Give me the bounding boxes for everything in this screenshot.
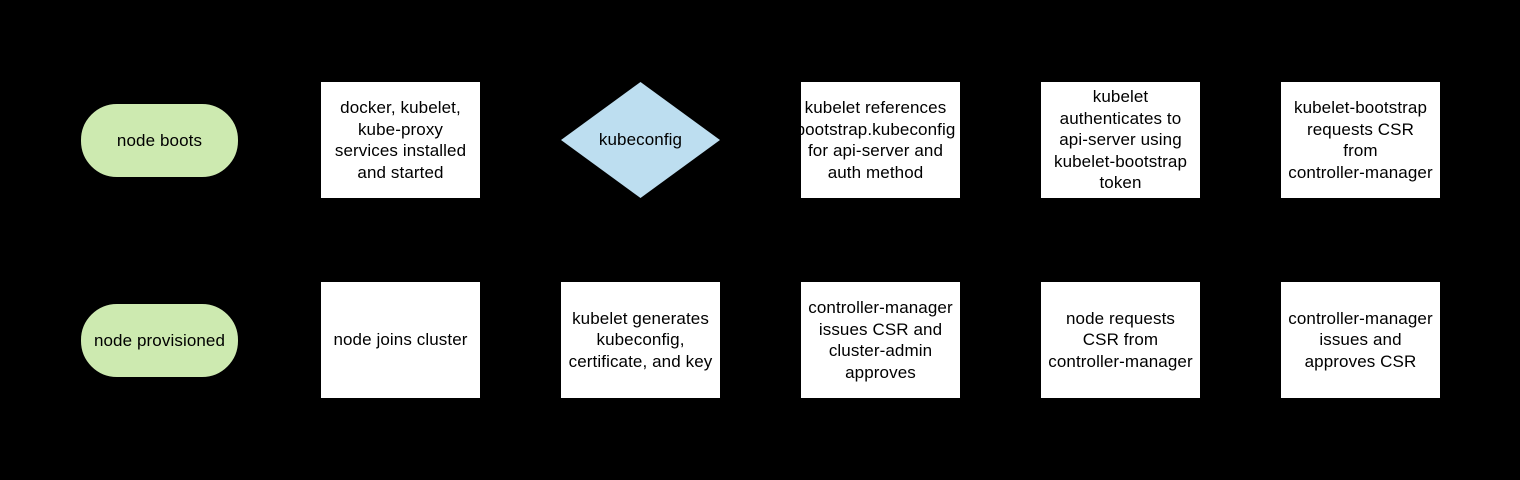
node-label: node provisioned — [93, 330, 226, 350]
node-kubeconfig-decision[interactable]: kubeconfig — [561, 82, 720, 198]
node-cm-issues-csr[interactable]: controller-manager issues CSR and cluste… — [801, 282, 960, 398]
node-node-boots[interactable]: node boots — [81, 104, 238, 177]
node-node-provisioned[interactable]: node provisioned — [81, 304, 238, 377]
node-label: controller-manager issues CSR and cluste… — [808, 298, 953, 382]
node-label: node joins cluster — [333, 330, 468, 350]
node-node-joins-cluster[interactable]: node joins cluster — [321, 282, 480, 398]
node-label: node requests CSR from controller-manage… — [1048, 308, 1193, 371]
node-label: docker, kubelet, kube-proxy services ins… — [334, 98, 467, 182]
node-kubelet-generates[interactable]: kubelet generates kubeconfig, certificat… — [561, 282, 720, 398]
node-kubelet-authenticates[interactable]: kubelet authenticates to api-server usin… — [1041, 82, 1200, 198]
node-label: node boots — [116, 130, 203, 150]
diamond-shape-icon — [561, 82, 720, 198]
node-bootstrap-requests-csr[interactable]: kubelet-bootstrap requests CSR from cont… — [1281, 82, 1440, 198]
node-services-installed[interactable]: docker, kubelet, kube-proxy services ins… — [321, 82, 480, 198]
node-node-requests-csr[interactable]: node requests CSR from controller-manage… — [1041, 282, 1200, 398]
node-label: kubeconfig — [598, 130, 683, 150]
node-label: kubelet-bootstrap requests CSR from cont… — [1288, 98, 1433, 182]
node-label: kubelet authenticates to api-server usin… — [1053, 87, 1188, 193]
node-label: kubelet generates kubeconfig, certificat… — [568, 308, 713, 371]
node-label: controller-manager issues and approves C… — [1288, 308, 1433, 371]
node-label: kubelet references bootstrap.kubeconfig … — [795, 98, 956, 182]
node-cm-issues-approves[interactable]: controller-manager issues and approves C… — [1281, 282, 1440, 398]
node-kubelet-references[interactable]: kubelet references bootstrap.kubeconfig … — [796, 82, 960, 198]
